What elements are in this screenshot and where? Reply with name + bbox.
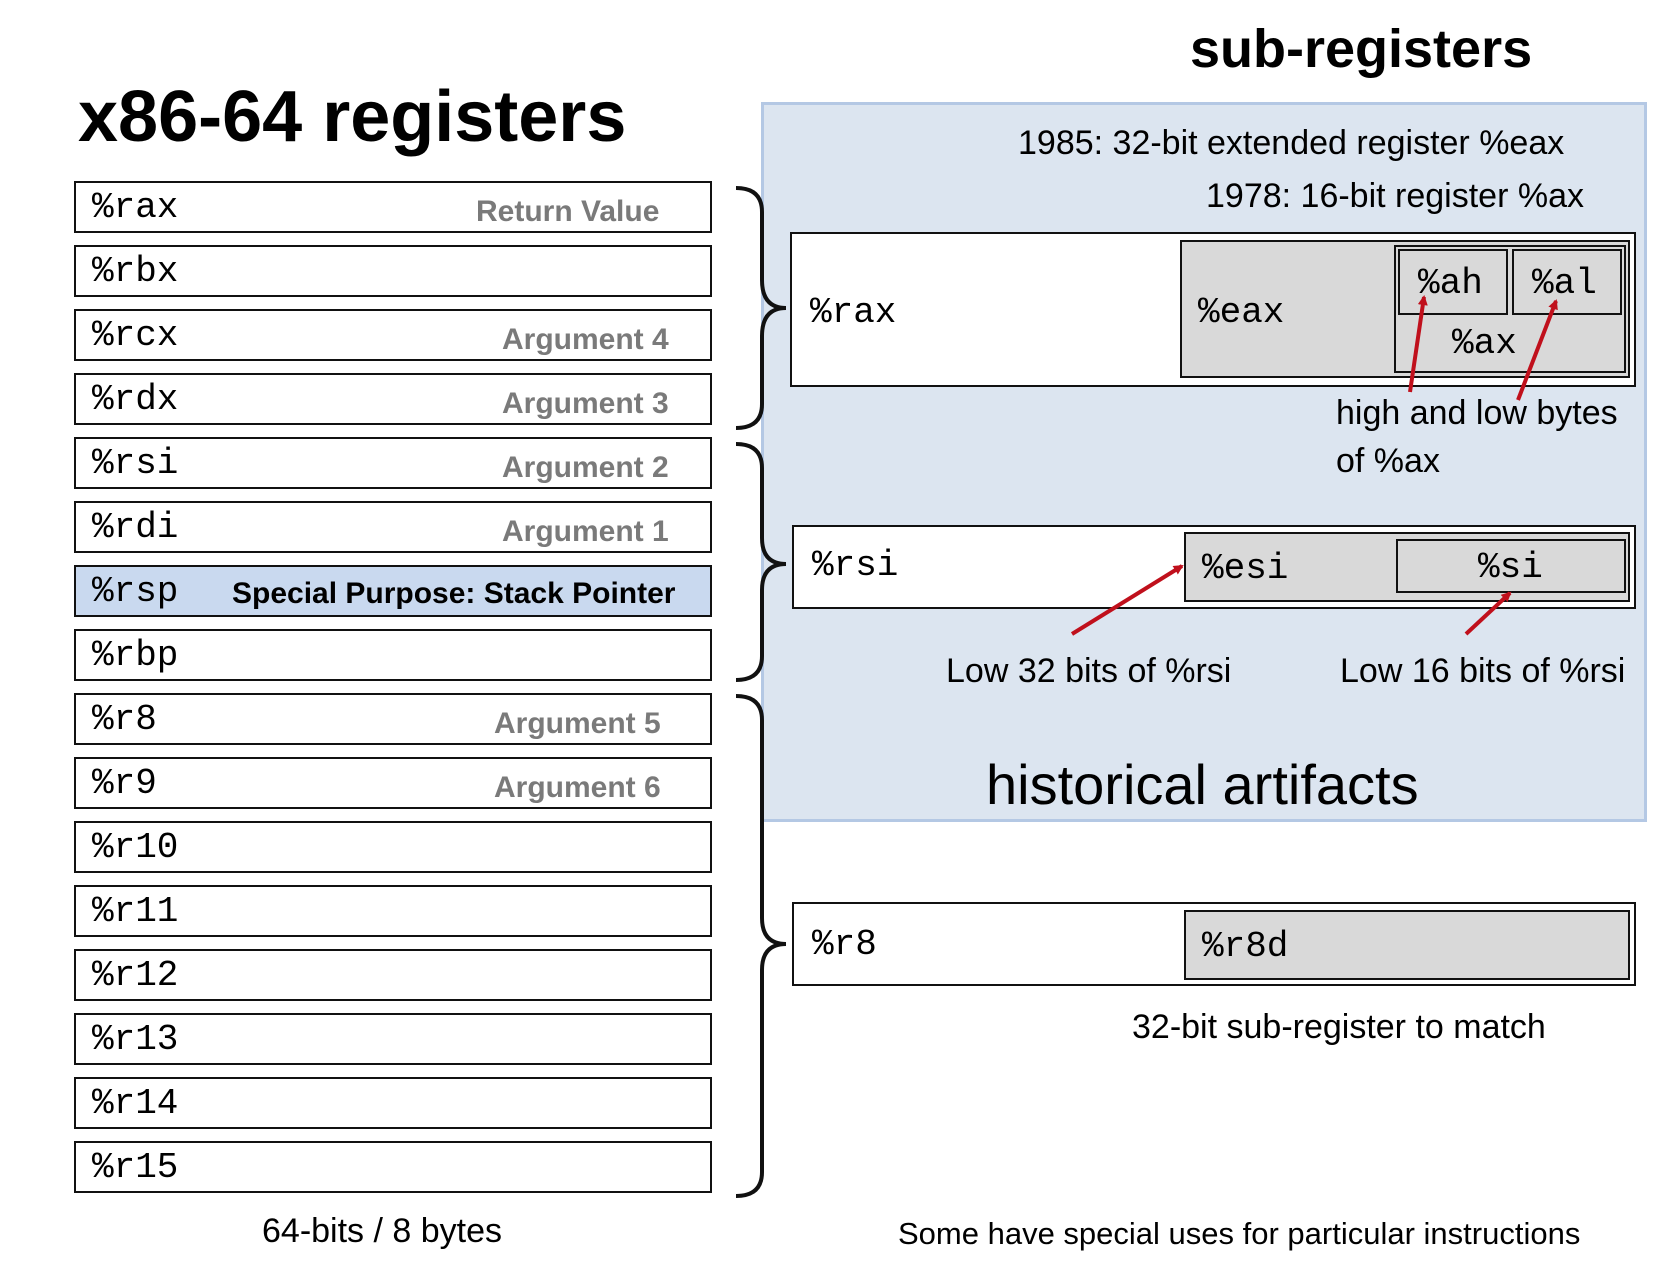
arrow-to-esi <box>1070 564 1184 636</box>
rsi-low16-caption: Low 16 bits of %rsi <box>1340 652 1626 690</box>
register-name: %rsi <box>92 443 179 484</box>
register-name: %r11 <box>92 891 179 932</box>
register-row-rsp: %rsp Special Purpose: Stack Pointer <box>74 565 712 617</box>
register-row-rax: %rax Return Value <box>74 181 712 233</box>
register-name: %rax <box>92 187 179 228</box>
register-row-rbp: %rbp <box>74 629 712 681</box>
brace-rax-group <box>735 186 787 430</box>
register-role: Argument 3 <box>502 387 669 420</box>
register-role: Argument 1 <box>502 515 669 548</box>
page-title: x86-64 registers <box>78 77 627 157</box>
ah-box: %ah <box>1398 249 1508 315</box>
register-role: Special Purpose: Stack Pointer <box>232 577 676 610</box>
register-role: Argument 5 <box>494 707 661 740</box>
register-name: %rsp <box>92 571 179 612</box>
register-name: %rbx <box>92 251 179 292</box>
r8d-label: %r8d <box>1202 926 1289 967</box>
register-name: %rbp <box>92 635 179 676</box>
r8-label: %r8 <box>812 924 877 965</box>
r8-caption: 32-bit sub-register to match <box>1132 1008 1546 1046</box>
rax-bytes-caption-line1: high and low bytes <box>1336 394 1618 432</box>
register-row-rsi: %rsi Argument 2 <box>74 437 712 489</box>
register-name: %rcx <box>92 315 179 356</box>
register-name: %r8 <box>92 699 157 740</box>
register-role: Argument 2 <box>502 451 669 484</box>
register-row-r8: %r8 Argument 5 <box>74 693 712 745</box>
subregisters-title: sub-registers <box>1190 19 1533 79</box>
eax-label: %eax <box>1198 292 1285 333</box>
historical-artifacts-label: historical artifacts <box>986 753 1419 816</box>
register-name: %r15 <box>92 1147 179 1188</box>
register-row-r12: %r12 <box>74 949 712 1001</box>
register-row-rdx: %rdx Argument 3 <box>74 373 712 425</box>
arrow-to-ah <box>1408 295 1428 393</box>
register-row-r9: %r9 Argument 6 <box>74 757 712 809</box>
rsi-low32-caption: Low 32 bits of %rsi <box>946 652 1232 690</box>
register-row-rbx: %rbx <box>74 245 712 297</box>
esi-label: %esi <box>1202 548 1289 589</box>
rax-label: %rax <box>810 292 897 333</box>
register-row-r15: %r15 <box>74 1141 712 1193</box>
ah-label: %ah <box>1418 263 1483 304</box>
register-row-r13: %r13 <box>74 1013 712 1065</box>
arrow-to-si <box>1464 591 1512 636</box>
si-box: %si <box>1396 539 1626 593</box>
register-name: %r10 <box>92 827 179 868</box>
r8d-box: %r8d <box>1184 910 1630 980</box>
register-name: %r9 <box>92 763 157 804</box>
arrow-to-al <box>1516 299 1558 401</box>
historical-panel <box>761 102 1647 822</box>
history-1985-label: 1985: 32-bit extended register %eax <box>1018 124 1565 162</box>
rsi-label: %rsi <box>812 545 899 586</box>
special-uses-caption: Some have special uses for particular in… <box>898 1216 1581 1251</box>
register-row-r14: %r14 <box>74 1077 712 1129</box>
history-1978-label: 1978: 16-bit register %ax <box>1206 177 1584 215</box>
register-width-caption: 64-bits / 8 bytes <box>262 1212 503 1250</box>
si-label: %si <box>1478 547 1543 588</box>
register-name: %r13 <box>92 1019 179 1060</box>
register-name: %r12 <box>92 955 179 996</box>
al-box: %al <box>1512 249 1622 315</box>
register-row-r11: %r11 <box>74 885 712 937</box>
register-role: Return Value <box>476 195 660 228</box>
register-name: %r14 <box>92 1083 179 1124</box>
register-name: %rdi <box>92 507 179 548</box>
register-role: Argument 4 <box>502 323 669 356</box>
register-row-r10: %r10 <box>74 821 712 873</box>
brace-rsi-group <box>735 442 787 682</box>
register-row-rdi: %rdi Argument 1 <box>74 501 712 553</box>
register-row-rcx: %rcx Argument 4 <box>74 309 712 361</box>
rax-bytes-caption-line2: of %ax <box>1336 442 1440 480</box>
register-role: Argument 6 <box>494 771 661 804</box>
register-name: %rdx <box>92 379 179 420</box>
brace-r8-group <box>735 694 787 1198</box>
ax-label: %ax <box>1452 323 1517 364</box>
al-label: %al <box>1532 263 1597 304</box>
